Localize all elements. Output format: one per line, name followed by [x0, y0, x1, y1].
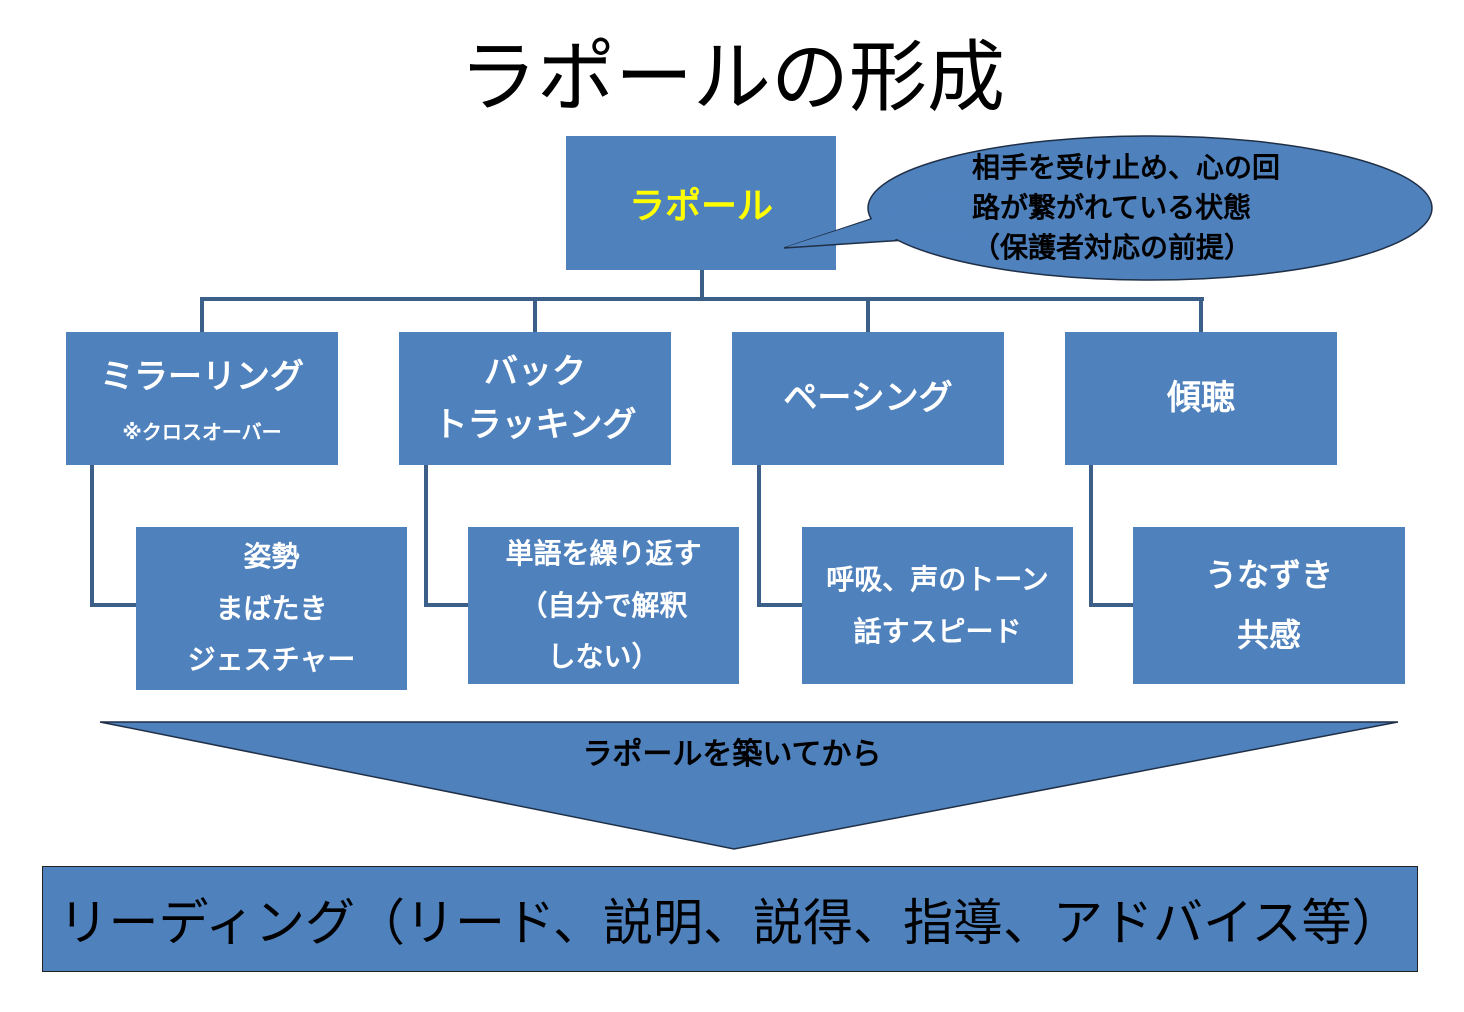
connector-branch-1 — [200, 297, 204, 332]
detail-line: 姿勢 — [243, 539, 300, 573]
detail-line: （自分で解釈 — [519, 588, 688, 622]
connector-branch-3 — [866, 297, 870, 332]
elbow-vertical-1 — [90, 465, 94, 607]
callout-line: （保護者対応の前提） — [972, 231, 1253, 264]
detail-line: まばたき — [215, 591, 328, 625]
detail-line: しない） — [547, 640, 660, 674]
arrow-label: ラポールを築いてから — [582, 737, 882, 772]
connector-branch-4 — [1199, 297, 1203, 332]
elbow-horizontal-4 — [1089, 603, 1133, 607]
detail-line: 単語を繰り返す — [505, 536, 702, 570]
technique-label: バック — [484, 351, 586, 392]
callout-bubble — [783, 135, 1433, 281]
technique-label: ペーシング — [783, 378, 953, 419]
elbow-horizontal-1 — [90, 603, 136, 607]
detail-line: うなずき — [1204, 556, 1333, 595]
elbow-horizontal-2 — [424, 603, 468, 607]
connector-horizontal-bar — [200, 297, 1204, 301]
detail-box-pacing: 呼吸、声のトーン 話すスピード — [802, 527, 1073, 684]
detail-line: 共感 — [1236, 615, 1301, 654]
detail-box-backtracking: 単語を繰り返す （自分で解釈 しない） — [468, 527, 739, 684]
technique-box-backtracking: バック トラッキング — [399, 332, 671, 465]
diagram-title: ラポールの形成 — [458, 33, 1005, 123]
elbow-vertical-2 — [424, 465, 428, 607]
technique-label: 傾聴 — [1167, 378, 1235, 419]
detail-line: 話すスピード — [853, 614, 1022, 648]
callout-text: 相手を受け止め、心の回 路が繋がれている状態 （保護者対応の前提） — [972, 148, 1280, 268]
technique-box-pacing: ペーシング — [732, 332, 1004, 465]
elbow-vertical-4 — [1089, 465, 1093, 607]
detail-line: 呼吸、声のトーン — [826, 562, 1049, 596]
callout-line: 路が繋がれている状態 — [972, 191, 1252, 224]
elbow-vertical-3 — [757, 465, 761, 607]
connector-root-stem — [700, 270, 704, 300]
technique-box-listening: 傾聴 — [1065, 332, 1337, 465]
technique-label: ミラーリング — [100, 357, 304, 398]
detail-box-mirroring: 姿勢 まばたき ジェスチャー — [136, 527, 407, 690]
technique-label: トラッキング — [433, 404, 637, 445]
technique-box-mirroring: ミラーリング ※クロスオーバー — [66, 332, 338, 465]
detail-line: ジェスチャー — [187, 643, 356, 677]
elbow-horizontal-3 — [757, 603, 802, 607]
root-label: ラポール — [628, 186, 773, 227]
connector-branch-2 — [533, 297, 537, 332]
result-box: リーディング（リード、説明、説得、指導、アドバイス等） — [42, 866, 1418, 972]
technique-note: ※クロスオーバー — [122, 419, 282, 444]
callout-line: 相手を受け止め、心の回 — [972, 151, 1281, 184]
result-label: リーディング（リード、説明、説得、指導、アドバイス等） — [58, 894, 1402, 952]
detail-box-listening: うなずき 共感 — [1133, 527, 1405, 684]
